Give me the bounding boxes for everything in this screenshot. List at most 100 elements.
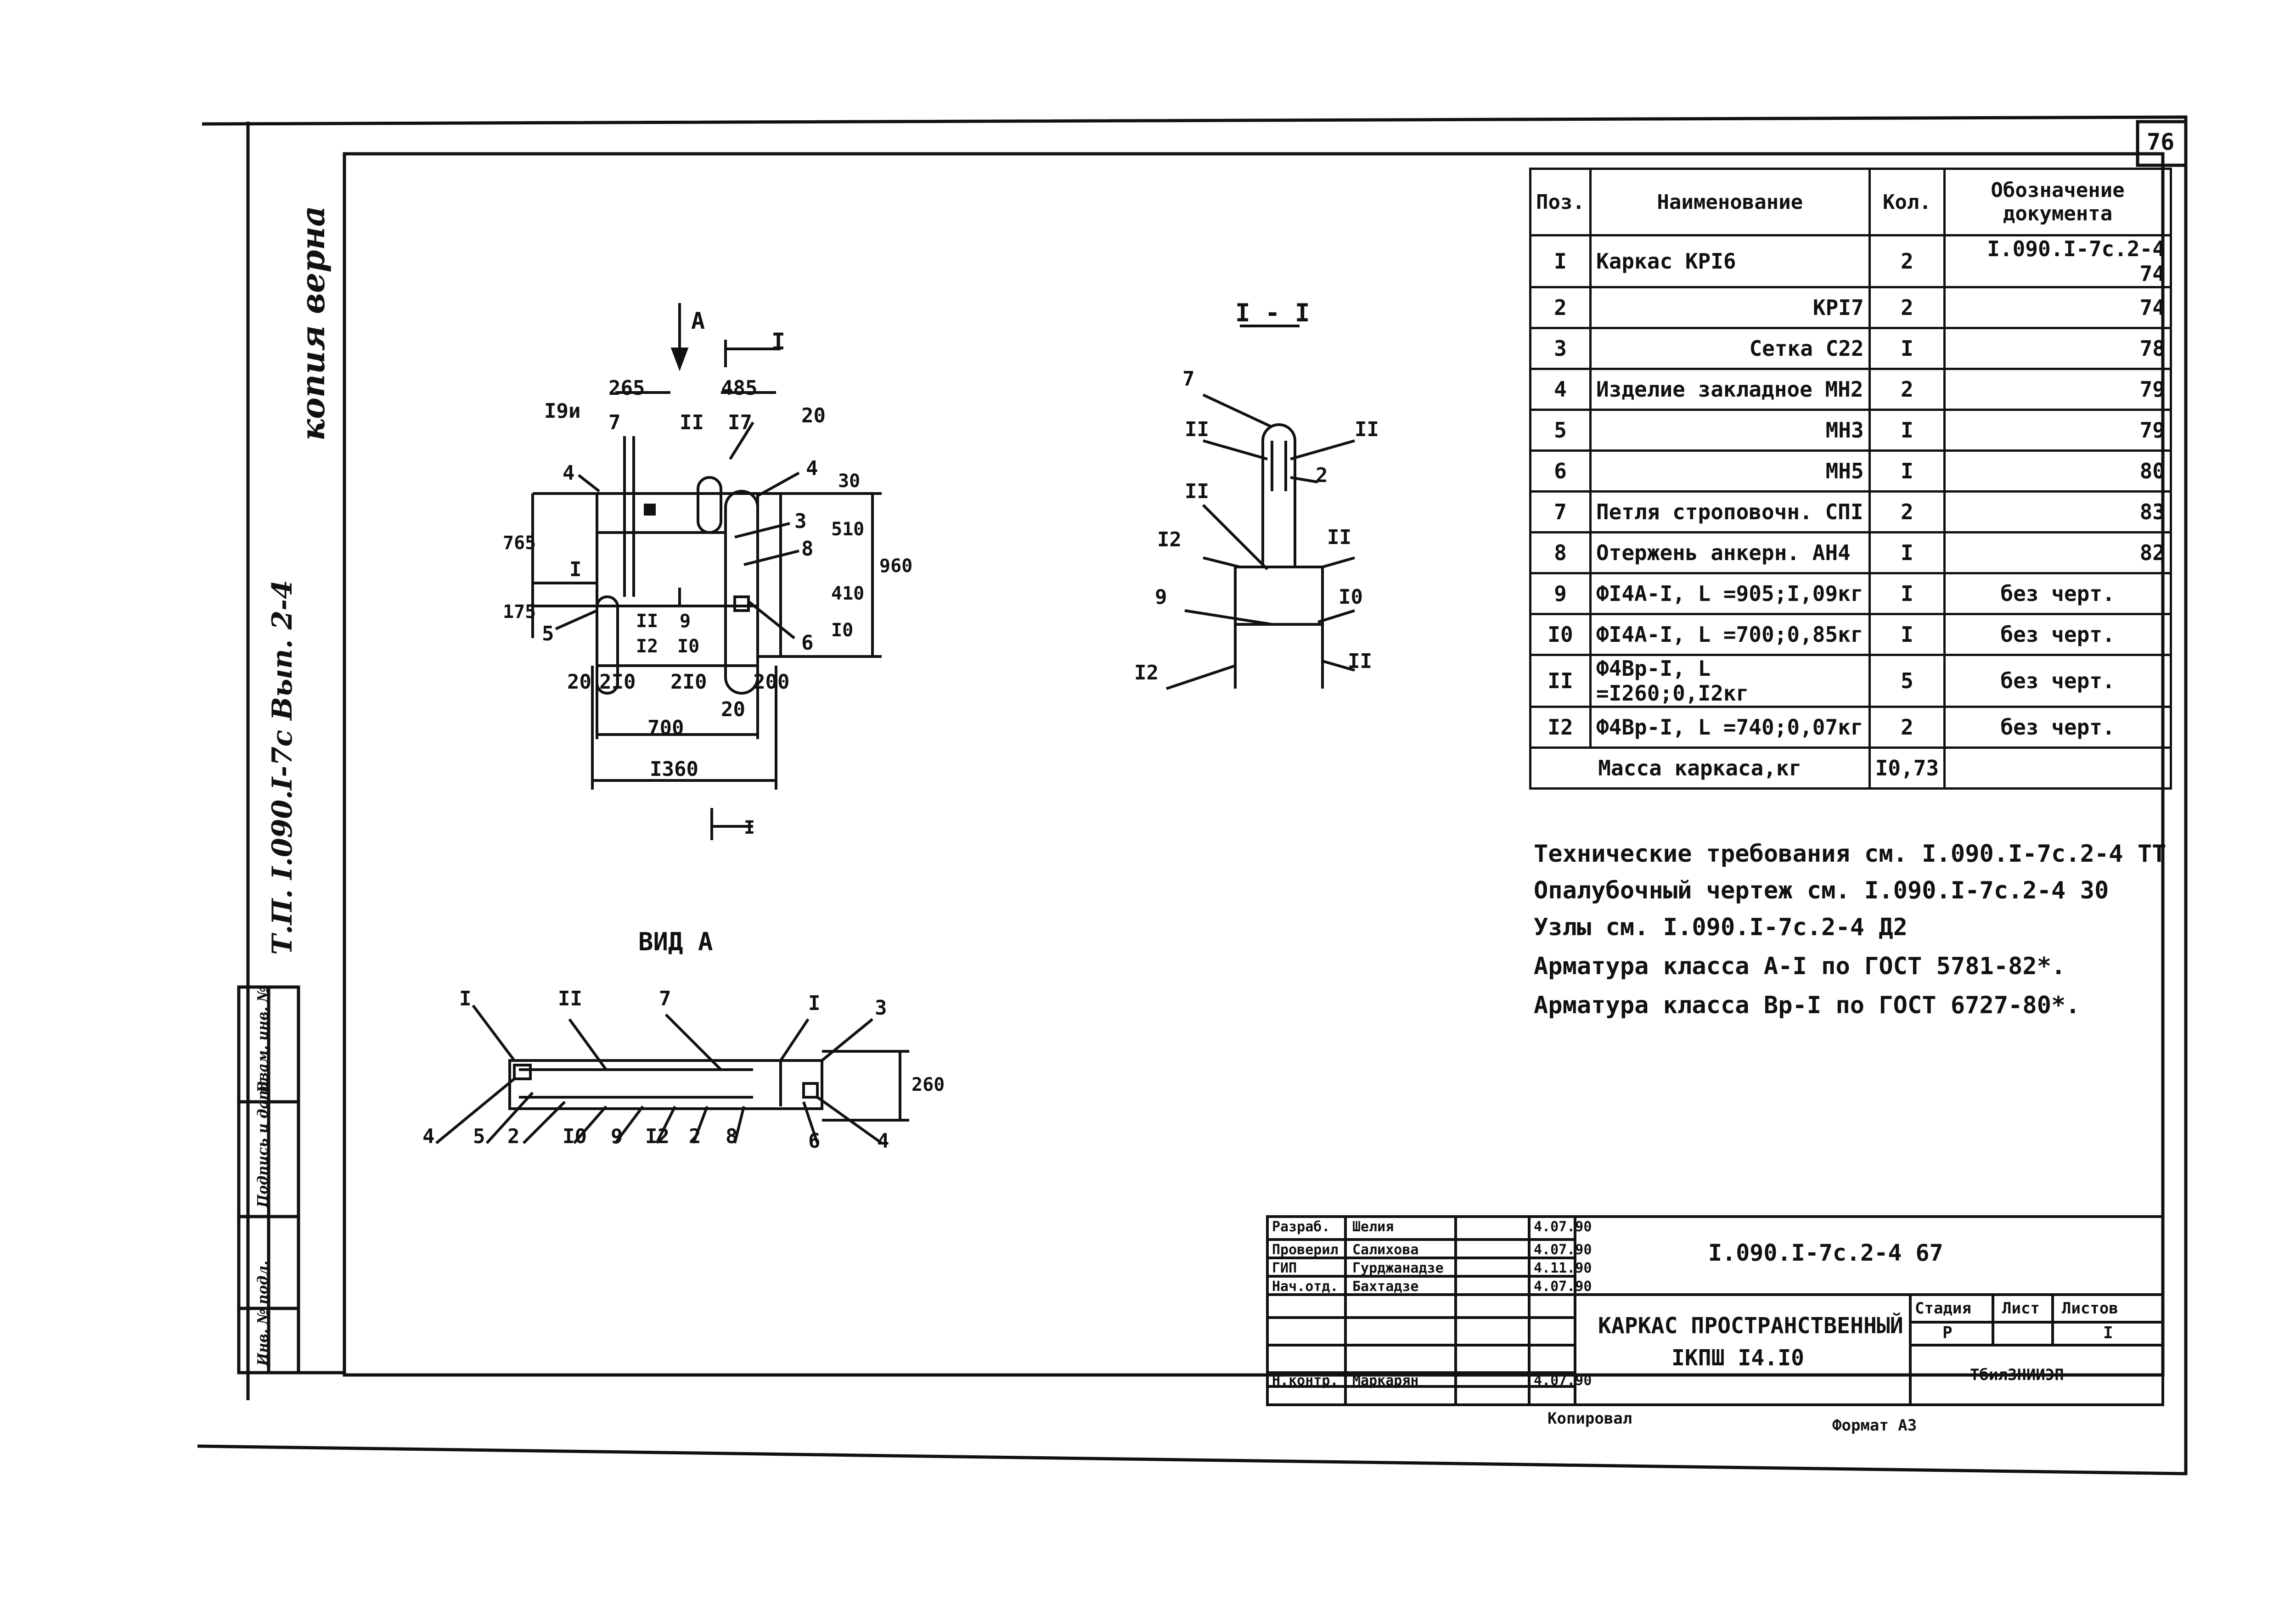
- spec-doc: 79: [1943, 368, 2172, 411]
- plan-mark-17: I7: [728, 411, 752, 434]
- title-sheets-value: I: [2103, 1324, 2113, 1342]
- spec-doc: без черт.: [1943, 654, 2172, 708]
- section-title: I - I: [1235, 298, 1310, 327]
- spec-pos: 3: [1529, 327, 1592, 370]
- plan-mark-4b: 4: [806, 457, 818, 480]
- title-role-name: Бахтадзе: [1352, 1279, 1419, 1295]
- view-a-mark-9: 9: [611, 1125, 623, 1148]
- spec-doc: 78: [1943, 327, 2172, 370]
- plan-mark-11b: II: [636, 611, 658, 632]
- section-mark-7: 7: [1182, 367, 1195, 391]
- view-a-mark-4a: 4: [422, 1125, 435, 1148]
- spec-doc: без черт.: [1943, 613, 2172, 656]
- dim-175: 175: [503, 601, 536, 623]
- note-tech-req: Технические требования см. I.090.I-7c.2-…: [1534, 840, 2167, 868]
- dim-700: 700: [647, 716, 684, 740]
- spec-header-qty: Кол.: [1868, 168, 1946, 236]
- spec-name: ФI4А-I, L =700;0,85кг: [1589, 613, 1871, 656]
- view-a-mark-3: 3: [875, 996, 887, 1020]
- note-formwork: Опалубочный чертеж см. I.090.I-7c.2-4 30: [1534, 877, 2109, 904]
- dim-1360: I360: [650, 757, 698, 781]
- spec-total-row: Масса каркаса,кг I0,73: [1529, 746, 2172, 790]
- view-a-title: ВИД А: [638, 927, 713, 956]
- spec-doc: 82: [1943, 531, 2172, 574]
- spec-doc: 83: [1943, 490, 2172, 533]
- side-label-replace: Взам. инв. №: [255, 987, 271, 1093]
- title-role-name: Гурджанадзе: [1352, 1260, 1444, 1276]
- spec-pos: I0: [1529, 613, 1592, 656]
- view-a-mark-1b: I: [808, 992, 821, 1015]
- view-a-mark-12: I2: [645, 1125, 670, 1148]
- title-role-date: 4.07.90: [1534, 1242, 1592, 1258]
- spec-name: Сетка С22: [1589, 327, 1871, 370]
- side-handwritten-top: копия верна: [294, 206, 332, 441]
- section-mark-9: 9: [1155, 585, 1167, 609]
- section-mark-10: I0: [1339, 585, 1363, 609]
- dim-20b: 20: [721, 698, 745, 721]
- side-handwritten-ref: Т.П. I.090.I-7с Вып. 2-4: [266, 580, 298, 955]
- view-a-mark-7: 7: [659, 987, 671, 1010]
- spec-header-doc: Обозначение документа: [1943, 168, 2172, 236]
- view-a-mark-6: 6: [808, 1129, 821, 1153]
- view-a-mark-8: 8: [726, 1125, 738, 1148]
- plan-mark-20: 20: [801, 404, 826, 427]
- spec-pos: 6: [1529, 449, 1592, 493]
- section-mark-11e: II: [1348, 650, 1372, 673]
- spec-total-doc: [1943, 746, 2172, 790]
- title-sheets-label: Листов: [2062, 1299, 2118, 1318]
- view-a-mark-2b: 2: [689, 1125, 701, 1148]
- spec-pos: I: [1529, 234, 1592, 288]
- title-line-2: IКПШ I4.I0: [1671, 1345, 1804, 1371]
- side-label-inv: Инв. № подл.: [255, 1261, 271, 1366]
- dim-485: 485: [721, 376, 758, 400]
- plan-mark-1: I: [569, 558, 582, 581]
- title-role-name: Шелия: [1352, 1219, 1394, 1235]
- plan-mark-5: 5: [542, 622, 554, 645]
- title-stage-label: Стадия: [1915, 1299, 1971, 1318]
- spec-name: КРI7: [1589, 286, 1871, 329]
- spec-pos: 8: [1529, 531, 1592, 574]
- section-mark-12b: I2: [1134, 661, 1159, 684]
- note-rebar-bp1: Арматура класса Вр-I по ГОСТ 6727-80*.: [1534, 992, 2080, 1019]
- spec-doc: без черт.: [1943, 706, 2172, 749]
- spec-doc: I.090.I-7c.2-4 74: [1943, 234, 2172, 288]
- plan-mark-19: I9и: [544, 399, 581, 423]
- title-role-date: 4.07.90: [1534, 1373, 1592, 1389]
- view-a-mark-10: I0: [563, 1125, 587, 1148]
- title-role-date: 4.07.90: [1534, 1279, 1592, 1295]
- spec-qty: I: [1868, 449, 1946, 493]
- spec-header-pos: Поз.: [1529, 168, 1592, 236]
- title-role-label: Нач.отд.: [1272, 1279, 1339, 1295]
- spec-name: МН3: [1589, 409, 1871, 452]
- spec-qty: I: [1868, 613, 1946, 656]
- view-a-mark-2a: 2: [507, 1125, 520, 1148]
- title-role-label: Проверил: [1272, 1242, 1339, 1258]
- spec-qty: 2: [1868, 706, 1946, 749]
- spec-name: Ф4Вр-I, L =740;0,07кг: [1589, 706, 1871, 749]
- copied-label: Копировал: [1548, 1409, 1632, 1428]
- plan-mark-10: I0: [677, 636, 700, 657]
- title-sheet-label: Лист: [2002, 1299, 2040, 1318]
- view-a-dim-260: 260: [912, 1074, 945, 1095]
- dim-20a: 20: [567, 670, 591, 694]
- plan-mark-4a: 4: [563, 461, 575, 485]
- dim-410: 410: [831, 583, 865, 604]
- title-role-label: Разраб.: [1272, 1219, 1330, 1235]
- spec-name: Отержень анкерн. АН4: [1589, 531, 1871, 574]
- plan-mark-7: 7: [608, 411, 621, 434]
- spec-doc: 74: [1943, 286, 2172, 329]
- plan-mark-11: II: [680, 411, 704, 434]
- spec-name: Ф4Вр-I, L =I260;0,I2кг: [1589, 654, 1871, 708]
- spec-pos: 5: [1529, 409, 1592, 452]
- spec-qty: I: [1868, 572, 1946, 615]
- dim-210a: 2I0: [599, 670, 636, 694]
